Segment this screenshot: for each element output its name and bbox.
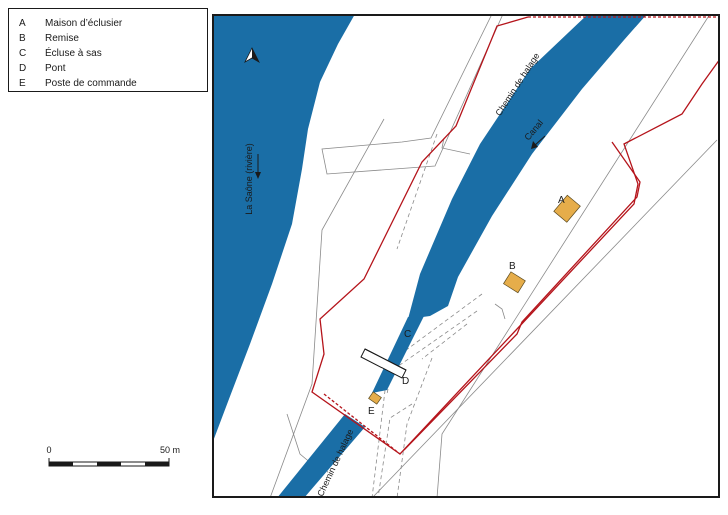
marker-b: B	[509, 261, 516, 272]
bridge	[360, 348, 407, 379]
river-label: La Saône (rivière)	[244, 143, 254, 215]
downstream-channel	[277, 414, 365, 498]
map-border	[212, 14, 720, 498]
scale-segment	[145, 462, 169, 466]
canal-flow-arrow	[531, 135, 546, 149]
map-frame: A B C D E Chemin de halage Chemin de hal…	[212, 14, 720, 498]
building-remise	[503, 271, 526, 294]
building-poste-commande	[368, 391, 382, 405]
canal-water	[408, 14, 647, 319]
marker-a: A	[558, 195, 565, 206]
scale-segment	[97, 462, 121, 466]
river-saone	[212, 14, 355, 444]
river-flow-arrow	[255, 154, 261, 179]
scale-end-label: 50 m	[160, 445, 180, 455]
marker-e: E	[368, 406, 375, 417]
marker-d: D	[402, 376, 409, 387]
marker-c: C	[404, 329, 411, 340]
scale-start-label: 0	[46, 445, 51, 455]
scale-segment	[49, 462, 73, 466]
lock-chamber	[372, 316, 424, 393]
building-maison-eclusier	[553, 194, 581, 223]
site-boundary	[311, 16, 720, 455]
land-outlines	[269, 14, 720, 498]
scale-bar: 0 50 m	[46, 445, 180, 467]
